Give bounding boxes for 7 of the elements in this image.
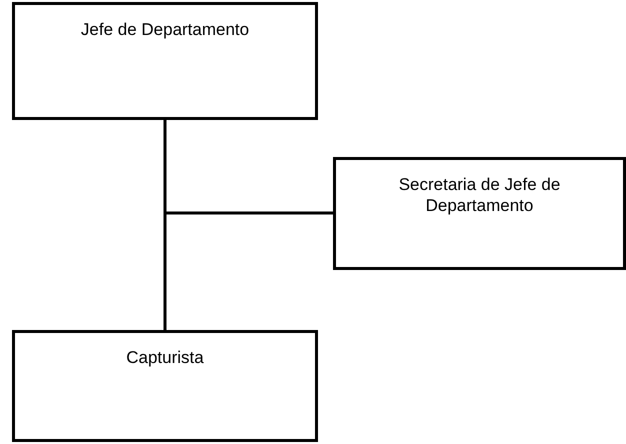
org-box [12, 2, 318, 120]
box-label: Capturista [126, 347, 204, 368]
org-box [333, 157, 626, 270]
connector-line [164, 120, 166, 330]
box-label: Jefe de Departamento [80, 19, 250, 40]
org-box [12, 330, 318, 442]
box-label: Secretaria de Jefe de Departamento [398, 174, 562, 216]
